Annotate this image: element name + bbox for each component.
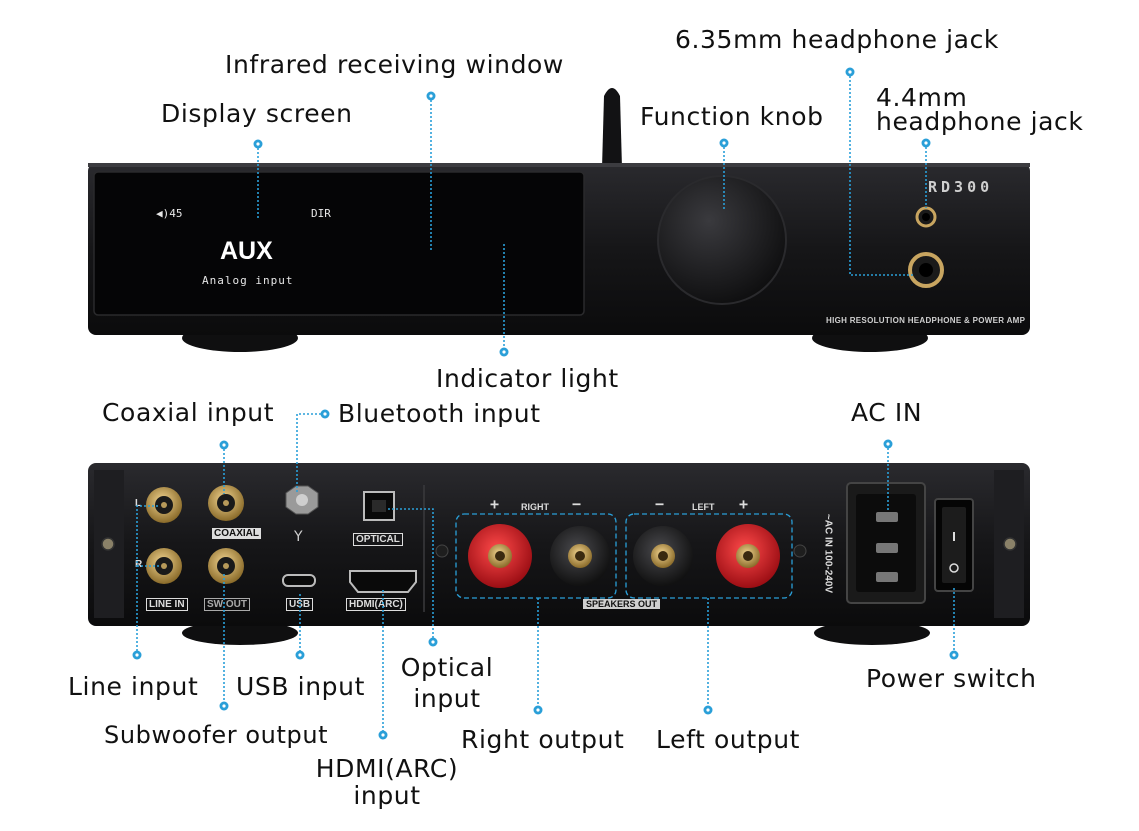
label-optical-line1: Optical [400, 653, 494, 682]
ac-rating: ~AC IN 100-240V [822, 513, 834, 594]
jack-label-line-in: LINE IN [146, 598, 188, 611]
polarity-right-plus: + [490, 495, 500, 513]
display-source-sub: Analog input [202, 274, 294, 287]
terminal-right-plus [468, 524, 532, 588]
display-volume: ◀)45 [156, 207, 183, 220]
rca-line-in-l [146, 487, 182, 523]
jack-label-l: L [135, 498, 142, 509]
label-jack-44-line1: 4.4mm [876, 83, 968, 112]
jack-label-speakers-out: SPEAKERS OUT [583, 599, 661, 609]
label-function-knob: Function knob [640, 102, 824, 131]
rear-foot-right [814, 621, 930, 645]
label-coaxial-input: Coaxial input [102, 398, 275, 427]
hdmi-port [349, 570, 417, 593]
power-switch-body [934, 498, 974, 592]
speaker-group-left [625, 513, 793, 599]
label-optical-line2: input [413, 684, 481, 713]
label-left-output: Left output [656, 725, 801, 754]
jack-label-left: LEFT [692, 502, 715, 512]
svg-text:Y: Y [293, 529, 303, 545]
front-tagline: HIGH RESOLUTION HEADPHONE & POWER AMP [826, 316, 1026, 325]
usb-c-port [282, 574, 316, 587]
rear-view: Y [88, 463, 1030, 645]
polarity-left-minus: − [655, 495, 665, 513]
label-usb-input: USB input [236, 672, 365, 701]
function-knob-body [658, 176, 786, 304]
speaker-group-right [455, 513, 617, 599]
label-jack-44-line2: headphone jack [876, 107, 1084, 136]
bluetooth-antenna [602, 88, 622, 168]
polarity-left-plus: + [739, 495, 749, 513]
label-power-switch: Power switch [866, 664, 1037, 693]
label-ac-in: AC IN [851, 398, 923, 427]
model-logo: RD300 [928, 178, 994, 196]
terminal-left-minus [633, 526, 693, 586]
rca-coaxial [208, 485, 244, 521]
polarity-right-minus: − [572, 495, 582, 513]
label-jack-635: 6.35mm headphone jack [675, 25, 1000, 54]
display-dir: DIR [311, 207, 331, 220]
rear-foot-left [182, 621, 298, 645]
label-indicator-light: Indicator light [436, 364, 619, 393]
rca-sw-out [208, 548, 244, 584]
terminal-right-minus [550, 526, 610, 586]
display-source: AUX [220, 237, 273, 265]
jack-label-usb: USB [286, 598, 314, 611]
label-right-output: Right output [461, 725, 625, 754]
label-line-input: Line input [68, 672, 199, 701]
jack-label-r: R [135, 559, 143, 570]
display-window [93, 171, 585, 316]
label-infrared: Infrared receiving window [225, 50, 564, 79]
label-display-screen: Display screen [161, 99, 353, 128]
terminal-left-plus [716, 524, 780, 588]
label-hdmi-line1: HDMI(ARC) [315, 754, 459, 783]
jack-label-right: RIGHT [521, 502, 549, 512]
jack-label-sw-out: SW OUT [204, 598, 250, 611]
rca-line-in-r [146, 548, 182, 584]
jack-label-coaxial: COAXIAL [212, 528, 261, 539]
label-bluetooth-input: Bluetooth input [338, 399, 541, 428]
front-view [88, 88, 1030, 352]
jack-label-optical: OPTICAL [353, 533, 403, 546]
ac-inlet [846, 482, 926, 604]
jack-label-hdmi: HDMI(ARC) [346, 598, 406, 611]
label-subwoofer-output: Subwoofer output [104, 721, 329, 749]
label-hdmi-line2: input [353, 781, 421, 810]
